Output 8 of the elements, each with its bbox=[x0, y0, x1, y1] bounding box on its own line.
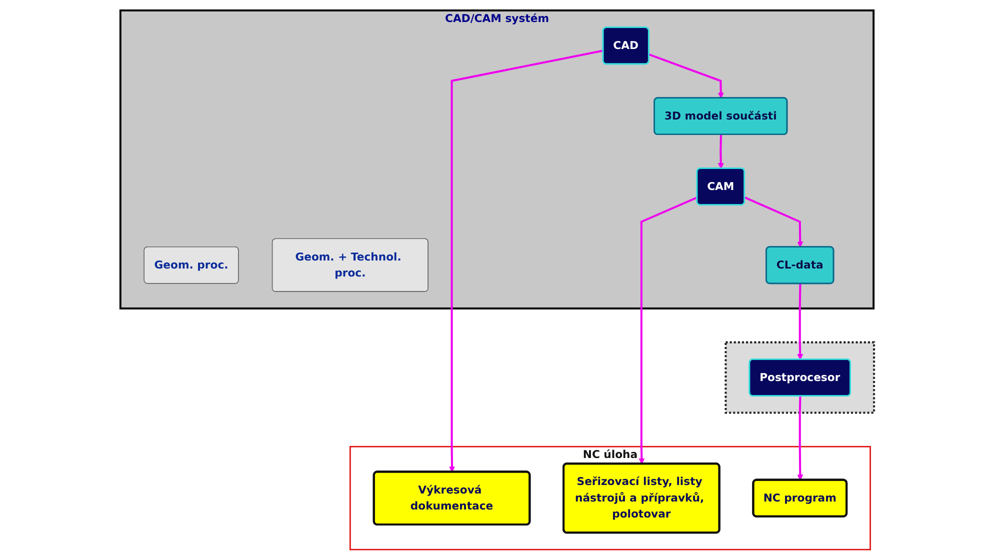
arrow bbox=[797, 396, 804, 480]
arrow bbox=[744, 196, 804, 248]
arrow bbox=[449, 50, 604, 472]
arrow bbox=[797, 284, 804, 360]
arrow bbox=[648, 54, 724, 98]
arrow bbox=[638, 196, 698, 464]
arrow bbox=[718, 134, 724, 169]
cluster bbox=[724, 341, 876, 414]
